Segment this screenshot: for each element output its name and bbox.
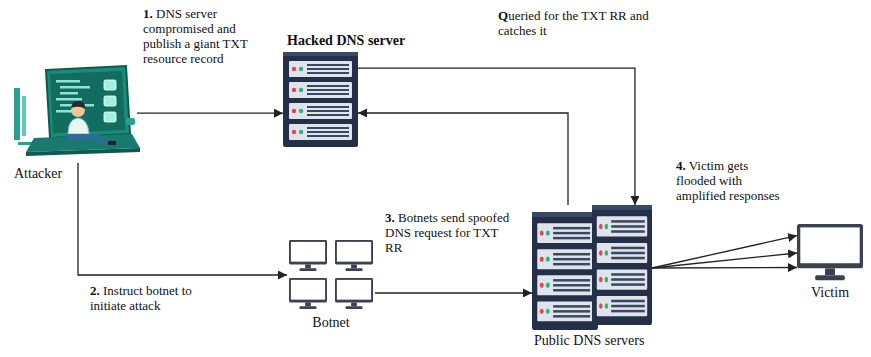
flow-arrow: [137, 112, 283, 113]
attacker-illustration: [14, 66, 140, 156]
flow-arrow: [358, 68, 635, 205]
step-label: 1. DNS server compromised and publish a …: [143, 6, 277, 66]
node-label: Public DNS servers: [534, 333, 644, 349]
botnet-illustration: [289, 240, 373, 309]
victim-node: Victim: [797, 224, 863, 282]
flow-arrow: [652, 236, 797, 268]
flow-arrow: [652, 253, 797, 268]
server-icon: [283, 52, 358, 147]
step-label: 4. Victim gets flooded with amplified re…: [676, 158, 780, 203]
attacker-node: Attacker: [12, 68, 137, 163]
public-servers-illustration: [532, 205, 652, 330]
victim-monitor: [797, 224, 863, 280]
node-label: Hacked DNS server: [287, 33, 405, 49]
node-label: Attacker: [14, 166, 62, 182]
node-label: Victim: [811, 285, 849, 301]
step-label: Queried for the TXT RR and catches it: [498, 8, 688, 38]
botnet-node: Botnet: [287, 238, 375, 312]
step-label: 2. Instruct botnet to initiate attack: [90, 283, 230, 313]
flow-arrow: [358, 113, 568, 205]
flow-arrow: [652, 267, 797, 269]
step-label: 3. Botnets send spoofed DNS request for …: [385, 210, 510, 255]
flow-arrow: [78, 163, 287, 275]
server-node: Hacked DNS server: [283, 52, 358, 147]
node-label: Botnet: [312, 315, 349, 331]
flow-arrow: [375, 292, 532, 293]
server-group-node: Public DNS servers: [532, 205, 652, 330]
